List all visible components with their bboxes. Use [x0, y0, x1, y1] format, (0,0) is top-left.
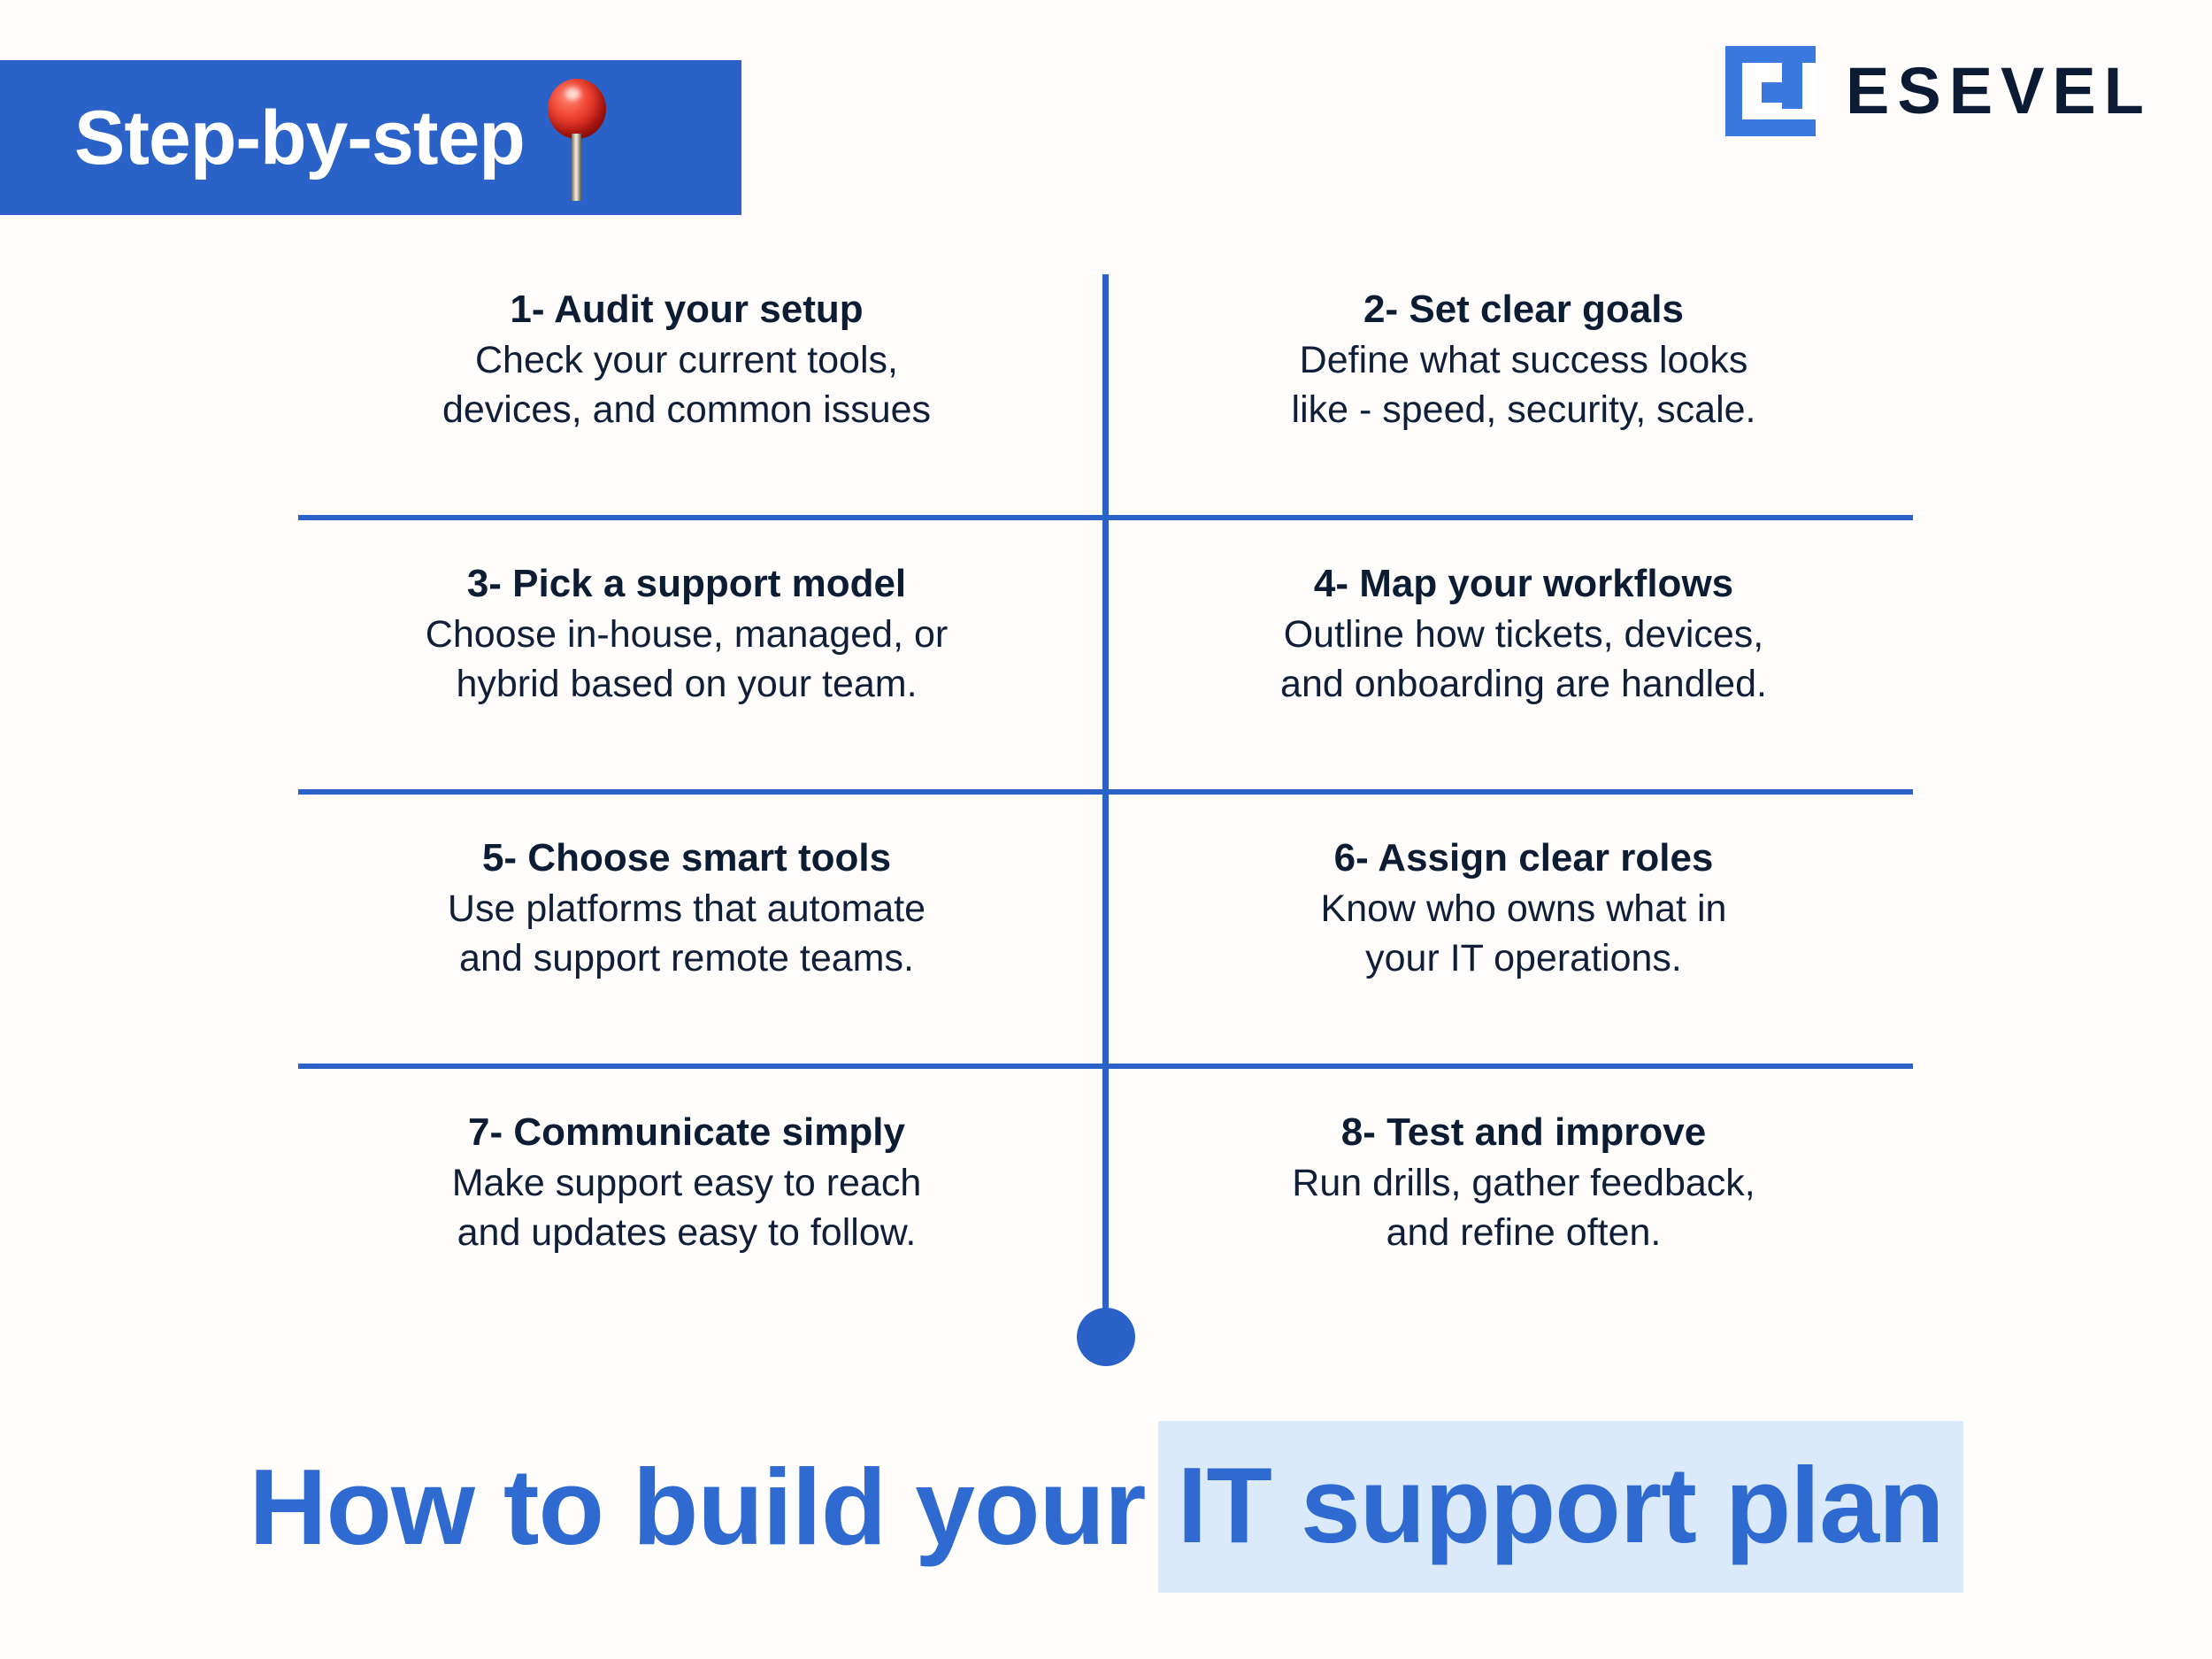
step-description: Outline how tickets, devices, and onboar…	[1280, 613, 1767, 706]
steps-grid: 1- Audit your setup Check your current t…	[298, 265, 1913, 1336]
pushpin-needle	[571, 133, 581, 201]
logo-right-arm	[1782, 63, 1802, 109]
step-by-step-badge: Step-by-step	[0, 60, 741, 215]
step-description: Use platforms that automate and support …	[447, 887, 926, 980]
steps-row-2: 3- Pick a support model Choose in-house,…	[298, 540, 1913, 814]
step-cell-2: 2- Set clear goals Define what success l…	[1105, 265, 1912, 540]
step-title: 6- Assign clear roles	[1333, 836, 1714, 879]
step-title: 3- Pick a support model	[466, 562, 907, 605]
step-description: Define what success looks like - speed, …	[1291, 339, 1756, 432]
column-divider	[1102, 274, 1109, 1333]
logo-bottom-bar	[1742, 119, 1816, 136]
step-cell-6: 6- Assign clear roles Know who owns what…	[1105, 814, 1912, 1088]
brand-wordmark: ESEVEL	[1846, 54, 2152, 127]
steps-row-4: 7- Communicate simply Make support easy …	[298, 1088, 1913, 1363]
step-description: Run drills, gather feedback, and refine …	[1292, 1162, 1755, 1255]
step-cell-5: 5- Choose smart tools Use platforms that…	[298, 814, 1105, 1088]
step-description: Check your current tools, devices, and c…	[442, 339, 932, 432]
esevel-logo-mark-icon	[1725, 46, 1816, 136]
footer-title-highlighted: IT support plan	[1157, 1421, 1963, 1593]
step-description: Know who owns what in your IT operations…	[1320, 887, 1727, 980]
step-title: 4- Map your workflows	[1313, 562, 1734, 605]
badge-label: Step-by-step	[74, 95, 526, 180]
step-cell-8: 8- Test and improve Run drills, gather f…	[1105, 1088, 1912, 1363]
step-title: 2- Set clear goals	[1363, 288, 1684, 331]
step-title: 7- Communicate simply	[468, 1110, 905, 1154]
step-title: 5- Choose smart tools	[481, 836, 892, 879]
logo-center-square	[1762, 82, 1782, 103]
timeline-end-dot	[1077, 1308, 1135, 1366]
brand-logo: ESEVEL	[1725, 46, 2152, 136]
step-title: 1- Audit your setup	[510, 288, 864, 331]
step-description: Make support easy to reach and updates e…	[451, 1162, 922, 1255]
steps-row-3: 5- Choose smart tools Use platforms that…	[298, 814, 1913, 1088]
step-description: Choose in-house, managed, or hybrid base…	[425, 613, 949, 706]
steps-row-1: 1- Audit your setup Check your current t…	[298, 265, 1913, 540]
step-cell-3: 3- Pick a support model Choose in-house,…	[298, 540, 1105, 814]
step-cell-7: 7- Communicate simply Make support easy …	[298, 1088, 1105, 1363]
step-cell-1: 1- Audit your setup Check your current t…	[298, 265, 1105, 540]
step-title: 8- Test and improve	[1340, 1110, 1707, 1154]
step-cell-4: 4- Map your workflows Outline how ticket…	[1105, 540, 1912, 814]
footer-title-plain: How to build your	[249, 1447, 1146, 1567]
footer-title: How to build your IT support plan	[0, 1421, 2212, 1593]
round-pushpin-icon	[544, 72, 611, 204]
pushpin-head	[547, 78, 606, 139]
